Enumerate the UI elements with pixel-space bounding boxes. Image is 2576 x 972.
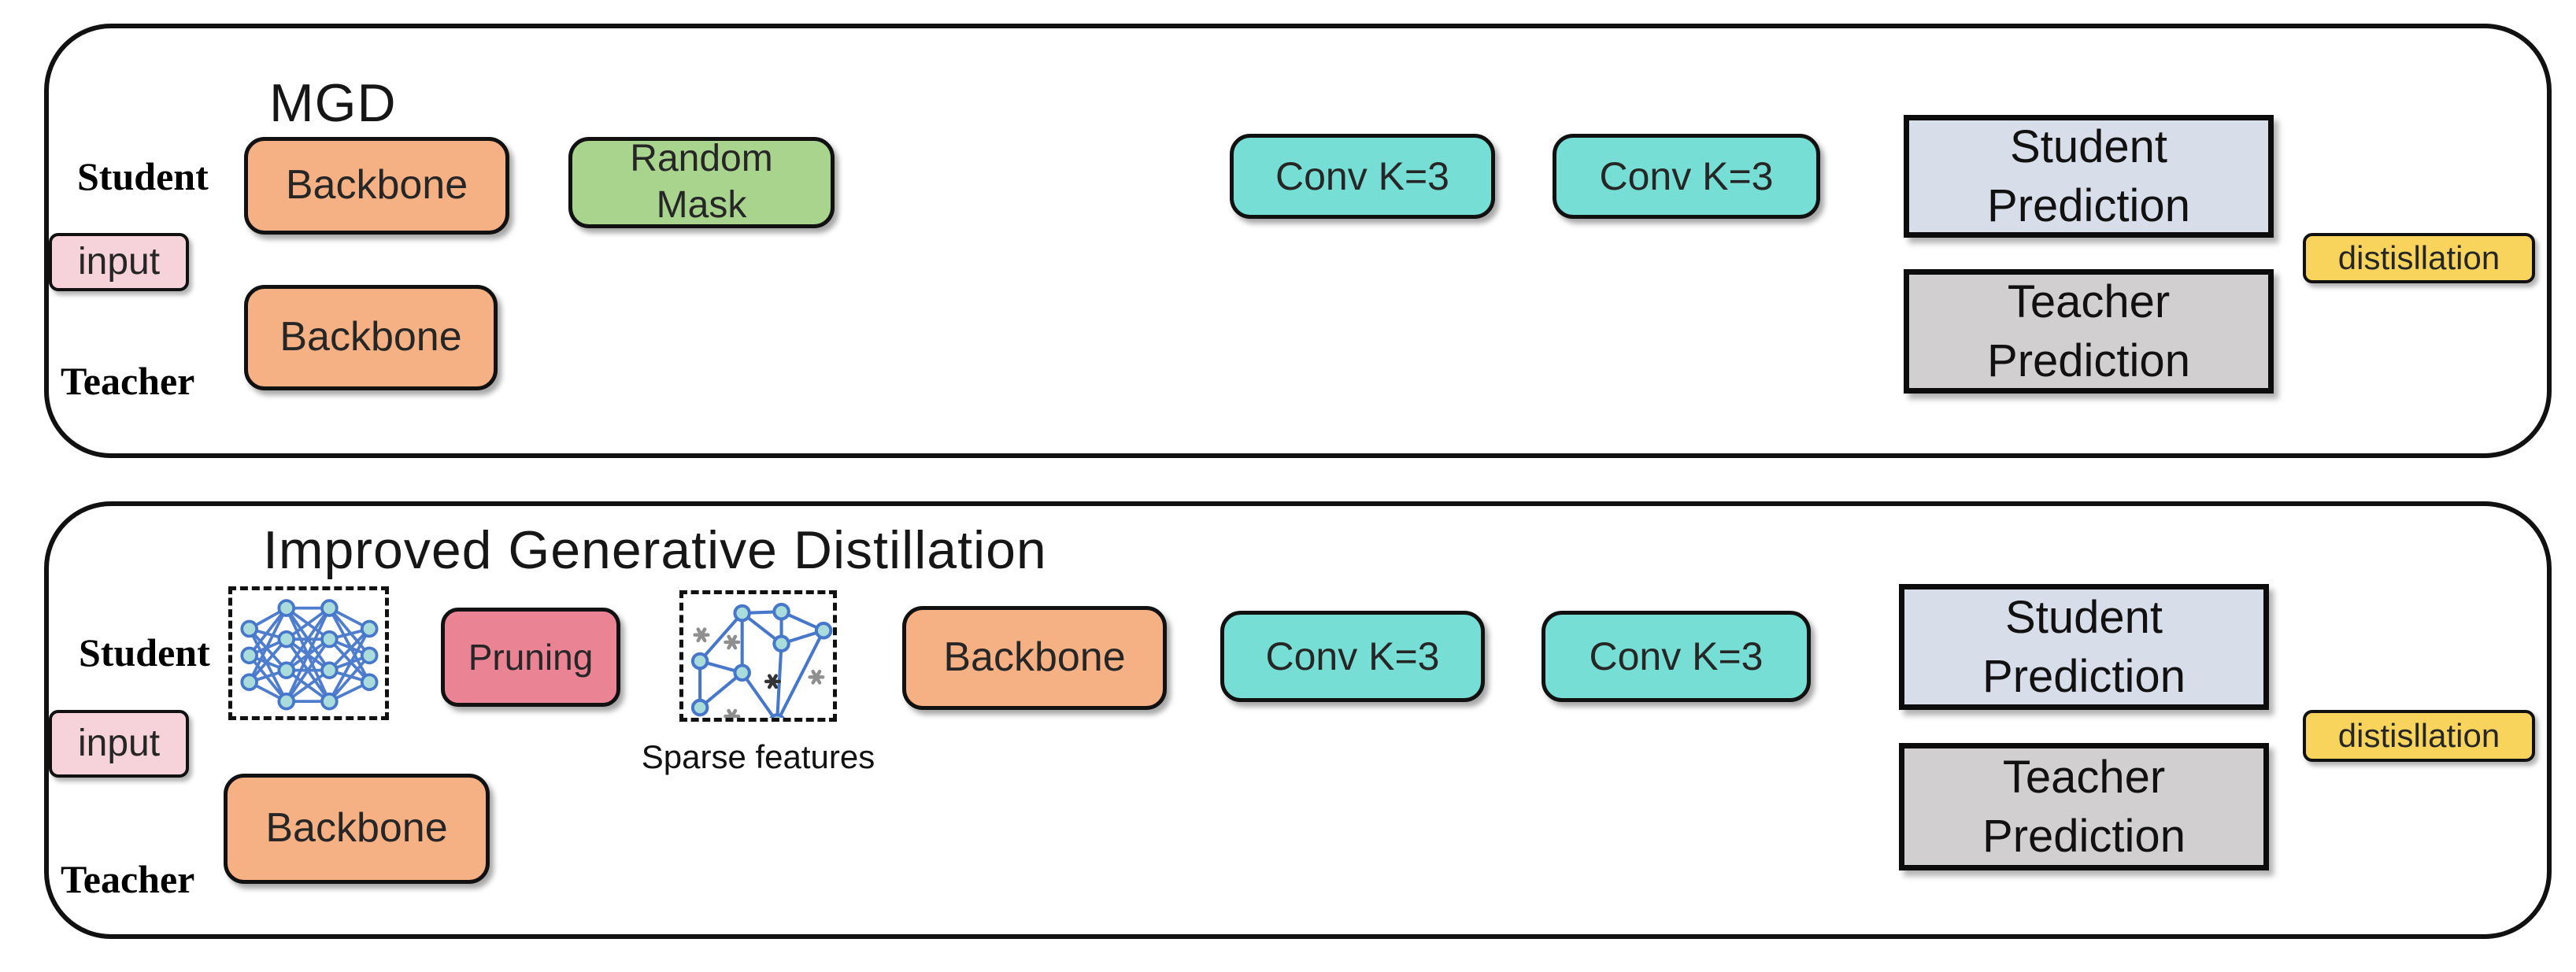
igd-input-box: input: [49, 710, 189, 778]
mgd-title: MGD: [269, 73, 397, 133]
mgd-teacher-prediction-box: Teacher Prediction: [1904, 269, 2274, 394]
mgd-input-box: input: [49, 233, 189, 291]
mgd-student-row-label: Student: [77, 154, 209, 198]
igd-student-prediction-box: Student Prediction: [1899, 584, 2269, 710]
igd-teacher-backbone-box: Backbone: [224, 774, 490, 884]
igd-student-row-label: Student: [79, 630, 210, 674]
igd-conv-box-2: Conv K=3: [1542, 611, 1811, 702]
pruned-node-asterisks: [693, 627, 825, 724]
mgd-random-mask-box: Random Mask: [568, 137, 835, 228]
igd-student-backbone-box: Backbone: [902, 606, 1167, 710]
mgd-distillation-box: distisllation: [2303, 233, 2535, 283]
igd-distillation-box: distisllation: [2303, 710, 2535, 762]
sparse-network-icon: [690, 602, 833, 731]
igd-dense-network-box: [228, 586, 389, 720]
mgd-teacher-row-label: Teacher: [61, 359, 195, 403]
mgd-student-prediction-box: Student Prediction: [1904, 115, 2274, 238]
igd-sparse-network-box: [679, 590, 837, 731]
mgd-conv-box-1: Conv K=3: [1230, 134, 1495, 219]
igd-sparse-features-caption: Sparse features: [641, 738, 875, 775]
improved-title: Improved Generative Distillation: [263, 520, 1047, 580]
mgd-student-backbone-box: Backbone: [244, 137, 509, 235]
igd-pruning-box: Pruning: [441, 608, 620, 707]
mgd-teacher-backbone-box: Backbone: [244, 285, 498, 390]
igd-teacher-prediction-box: Teacher Prediction: [1899, 743, 2269, 870]
dense-network-icon: [240, 599, 379, 711]
igd-conv-box-1: Conv K=3: [1220, 611, 1485, 702]
igd-teacher-row-label: Teacher: [61, 857, 195, 901]
mgd-conv-box-2: Conv K=3: [1553, 134, 1820, 219]
